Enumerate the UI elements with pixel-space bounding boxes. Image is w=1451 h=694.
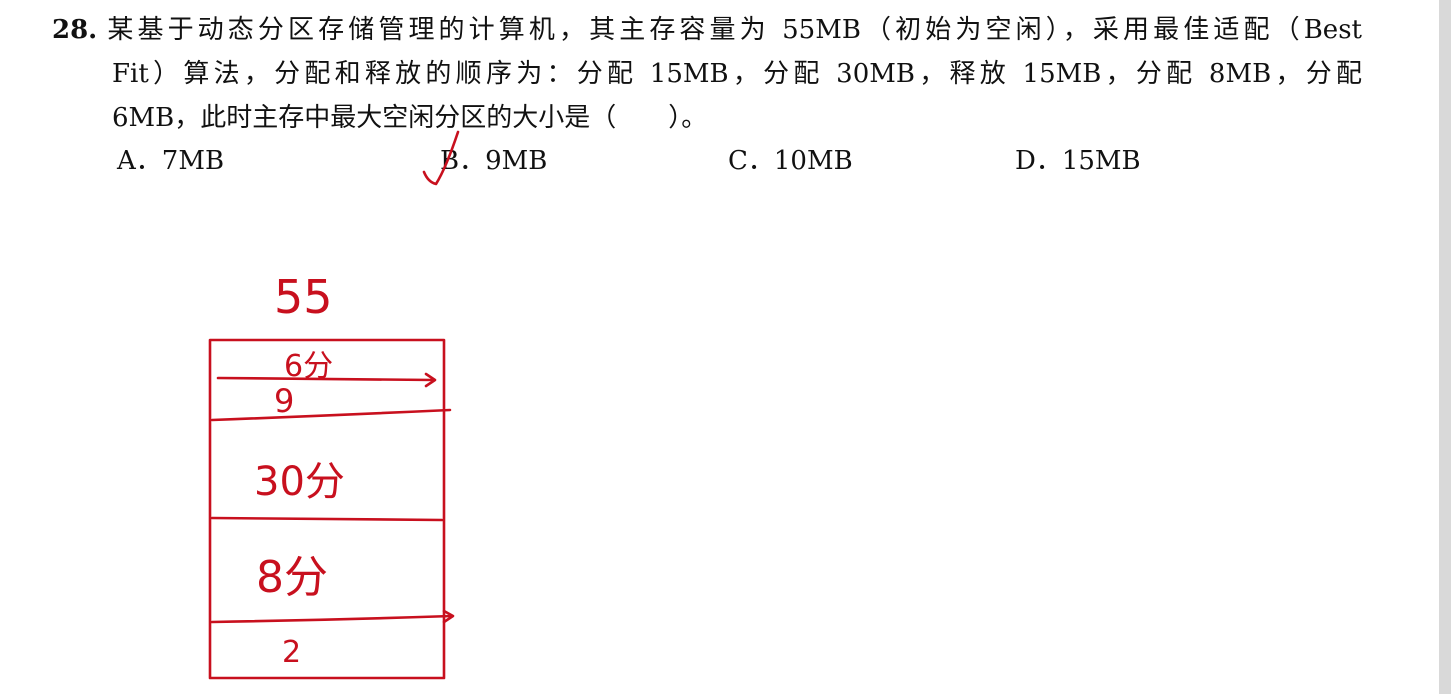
partition-arrow-4 bbox=[442, 609, 455, 624]
question-line-1: 28.某基于动态分区存储管理的计算机，其主存容量为 55MB（初始为空闲），采用… bbox=[52, 8, 1362, 52]
option-d[interactable]: D．15MB bbox=[1015, 146, 1141, 176]
question-line-2: Fit）算法，分配和释放的顺序为：分配 15MB，分配 30MB，释放 15MB… bbox=[112, 59, 1362, 89]
block-label-4: 8分 bbox=[256, 552, 328, 603]
question-28: 28.某基于动态分区存储管理的计算机，其主存容量为 55MB（初始为空闲），采用… bbox=[52, 8, 1362, 140]
question-line-3: 6MB，此时主存中最大空闲分区的大小是（ ）。 bbox=[112, 103, 708, 133]
block-label-5: 2 bbox=[282, 635, 301, 670]
partition-line-4 bbox=[210, 614, 454, 624]
page-edge bbox=[1439, 0, 1451, 694]
answer-options: A．7MB B．9MB C．10MB D．15MB bbox=[0, 140, 1451, 180]
option-a[interactable]: A．7MB bbox=[117, 146, 225, 176]
block-label-3: 30分 bbox=[254, 459, 345, 505]
partition-arrow-1 bbox=[424, 372, 437, 388]
total-size-label: 55 bbox=[274, 270, 333, 324]
option-c[interactable]: C．10MB bbox=[728, 146, 853, 176]
partition-line-2 bbox=[210, 408, 452, 422]
question-number: 28. bbox=[52, 15, 98, 45]
question-text-1: 某基于动态分区存储管理的计算机，其主存容量为 55MB（初始为空闲），采用最佳适… bbox=[103, 15, 1362, 45]
block-label-2: 9 bbox=[274, 382, 294, 420]
memory-box bbox=[208, 338, 446, 680]
partition-line-1 bbox=[216, 376, 436, 382]
option-b[interactable]: B．9MB bbox=[440, 146, 548, 176]
partition-line-3 bbox=[210, 516, 444, 522]
block-label-1: 6分 bbox=[284, 349, 333, 384]
